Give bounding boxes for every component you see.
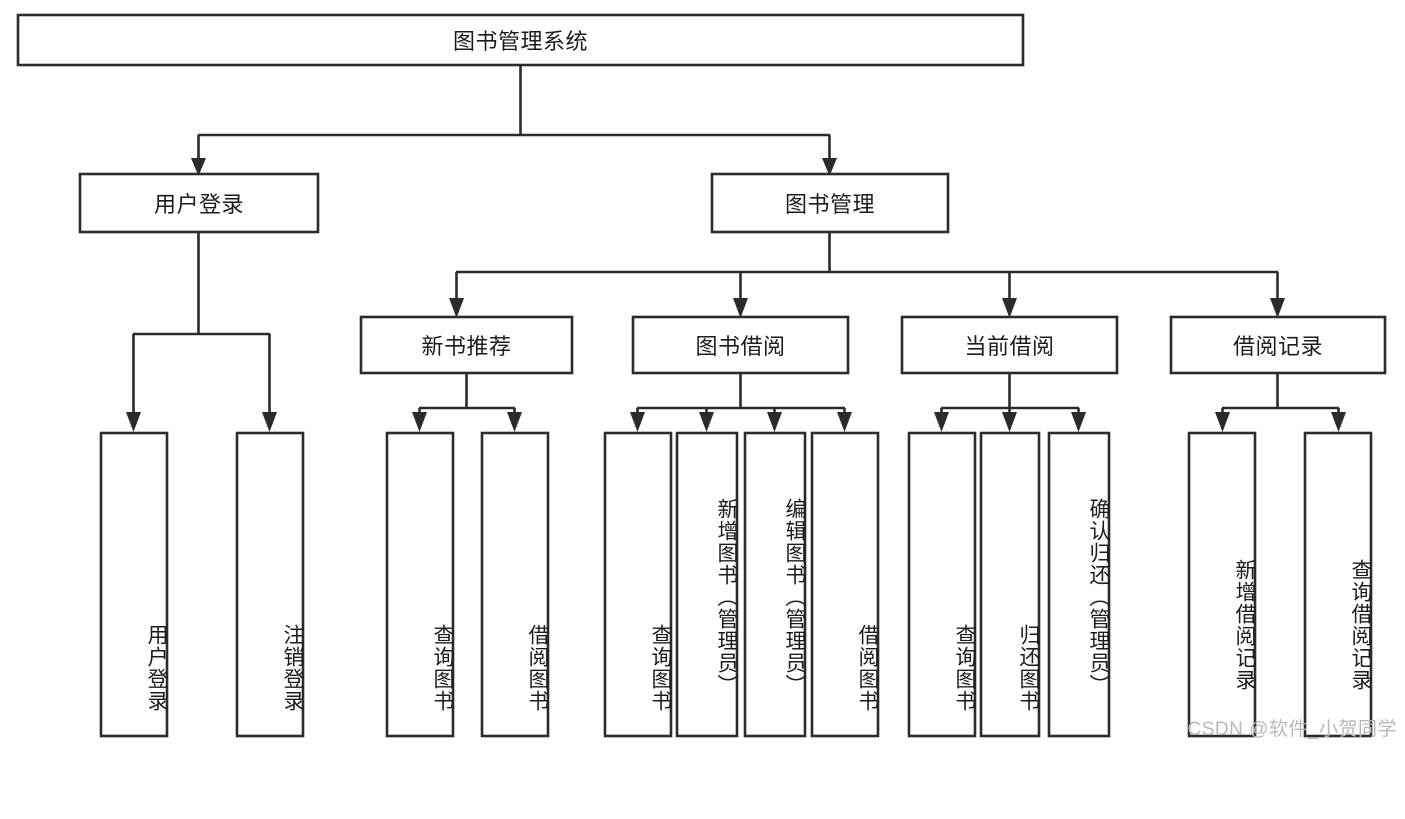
arrowhead-leaf-query-record (1331, 412, 1346, 432)
node-box-leaf-user-login[interactable] (99, 431, 169, 738)
arrowhead-borrow-record (1270, 298, 1285, 318)
arrowhead-leaf-add-book (699, 412, 714, 432)
node-box-book-borrow[interactable] (631, 315, 850, 375)
tree-svg-canvas (16, 13, 1387, 738)
arrowhead-leaf-query-book-3 (934, 412, 949, 432)
node-box-leaf-add-book[interactable] (675, 431, 739, 738)
node-box-leaf-query-record[interactable] (1303, 431, 1373, 738)
node-box-leaf-return-book[interactable] (979, 431, 1041, 738)
nodes-layer (16, 13, 1387, 738)
node-box-book-manage[interactable] (710, 172, 950, 234)
node-box-current-borrow[interactable] (900, 315, 1119, 375)
node-box-borrow-record[interactable] (1169, 315, 1387, 375)
arrowhead-book-borrow (733, 298, 748, 318)
node-box-leaf-borrow-book-2[interactable] (810, 431, 880, 738)
node-box-leaf-logout[interactable] (235, 431, 305, 738)
arrowhead-new-book-rec (449, 298, 464, 318)
org-chart-diagram: 图书管理系统 用户登录 图书管理 新书推荐 图书借阅 当前借阅 借阅记录 用户登… (16, 13, 1397, 740)
arrowhead-user-login (191, 158, 206, 176)
node-box-leaf-edit-book[interactable] (743, 431, 807, 738)
arrowhead-leaf-add-record (1215, 412, 1230, 432)
arrowhead-leaf-borrow-book-1 (507, 412, 522, 432)
node-box-leaf-query-book-3[interactable] (907, 431, 977, 738)
arrowhead-leaf-query-book-1 (412, 412, 427, 432)
arrowhead-leaf-edit-book (767, 412, 782, 432)
edges-layer (126, 65, 1346, 432)
arrowhead-leaf-borrow-book-2 (837, 412, 852, 432)
arrowhead-leaf-query-book-2 (630, 412, 645, 432)
arrowhead-book-manage (822, 158, 837, 176)
arrowhead-current-borrow (1002, 298, 1017, 318)
node-box-new-book-rec[interactable] (359, 315, 574, 375)
node-box-leaf-borrow-book-1[interactable] (480, 431, 550, 738)
node-box-leaf-query-book-1[interactable] (385, 431, 455, 738)
node-box-root[interactable] (16, 13, 1025, 67)
arrowhead-leaf-return-book (1002, 412, 1017, 432)
arrowhead-leaf-logout (262, 412, 277, 432)
node-box-user-login[interactable] (78, 172, 320, 234)
node-box-leaf-add-record[interactable] (1187, 431, 1257, 738)
arrowhead-leaf-user-login (126, 412, 141, 432)
node-box-leaf-query-book-2[interactable] (603, 431, 673, 738)
node-box-leaf-confirm-return[interactable] (1047, 431, 1111, 738)
arrowhead-leaf-confirm-return (1071, 412, 1086, 432)
